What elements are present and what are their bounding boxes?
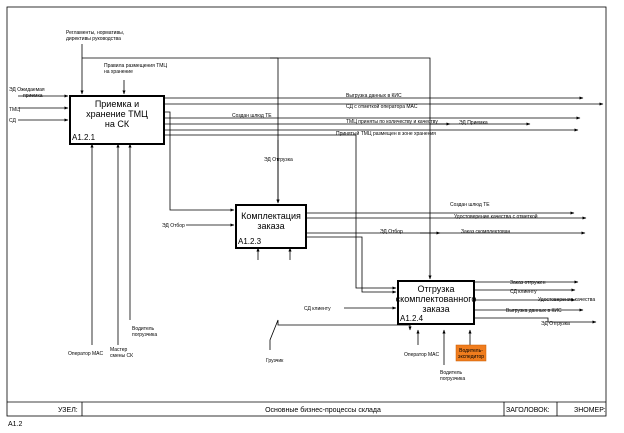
svg-text:Водитель-: Водитель- bbox=[459, 348, 483, 354]
label-input-tmc: ТМЦ bbox=[9, 107, 20, 113]
diagram-title: Основные бизнес-процессы склада bbox=[265, 406, 381, 414]
label-out-te-2: Создан шлюд ТЕ bbox=[450, 202, 490, 208]
svg-text:заказа: заказа bbox=[422, 304, 449, 314]
label-mech-master: Мастер bbox=[110, 347, 128, 353]
svg-text:хранение ТМЦ: хранение ТМЦ bbox=[86, 109, 148, 119]
svg-text:на СК: на СК bbox=[105, 119, 130, 129]
svg-text:скомплектованного: скомплектованного bbox=[396, 294, 477, 304]
label-out-sd-operator: СД с отметкой оператора MAC bbox=[346, 103, 418, 110]
svg-text:заказа: заказа bbox=[257, 221, 284, 231]
label-placement-rules: Правила размещения ТМЦ bbox=[104, 63, 167, 69]
label-out-order-shipped: Заказ отгружен bbox=[510, 280, 546, 286]
label-out-quality-mark: Удостоверение качества с отметкой bbox=[454, 213, 538, 220]
label-out-order-done: Заказ скомплектован bbox=[461, 229, 511, 235]
box-code: A1.2.1 bbox=[72, 133, 96, 142]
label-out-kis: Выгрузка данных в КИС bbox=[346, 93, 402, 99]
activity-box-receiving[interactable]: Приемка и хранение ТМЦ на СК A1.2.1 bbox=[69, 95, 165, 145]
number-label: ЗНОМЕР: bbox=[574, 407, 606, 414]
label-input-ed-expected: ЭД Ожидаемая bbox=[9, 87, 45, 93]
label-ed-otgruzka: ЭД Отгрузка bbox=[264, 157, 293, 163]
label-mech-loaders: Грузчик bbox=[266, 358, 284, 364]
svg-text:директивы руководства: директивы руководства bbox=[66, 36, 121, 42]
svg-text:погрузчика: погрузчика bbox=[440, 376, 465, 382]
svg-text:экспедитор: экспедитор bbox=[458, 354, 484, 360]
label-controls-top: Регламенты, нормативы, bbox=[66, 30, 124, 36]
box-code: A1.2.4 bbox=[400, 314, 424, 323]
svg-text:погрузчика: погрузчика bbox=[132, 332, 157, 338]
forwarder-box[interactable]: Водитель- экспедитор bbox=[455, 344, 487, 362]
label-out-ed-priemka: ЭД Приемка bbox=[459, 120, 488, 126]
svg-text:Приемка и: Приемка и bbox=[95, 99, 139, 109]
label-out-tmc-accepted: ТМЦ приняты по количеству и качеству bbox=[346, 119, 438, 125]
label-out-sd-client: СД клиенту bbox=[510, 289, 537, 295]
svg-text:смены СК: смены СК bbox=[110, 353, 133, 359]
label-mech-operator-mac-2: Оператор MAC bbox=[404, 352, 440, 358]
box-code: A1.2.3 bbox=[238, 237, 262, 246]
svg-text:на хранение: на хранение bbox=[104, 69, 133, 75]
activity-box-shipping[interactable]: Отгрузка скомплектованного заказа A1.2.4 bbox=[396, 280, 477, 325]
label-mech-driver-2: Водитель bbox=[440, 370, 462, 376]
label-out-kis-2: Выгрузка данных в КИС bbox=[506, 308, 562, 314]
diagram-frame bbox=[6, 6, 607, 417]
heading-label: ЗАГОЛОВОК: bbox=[506, 407, 550, 414]
label-out-quality: Удостоверение качества bbox=[538, 297, 595, 303]
label-mech-driver-1: Водитель bbox=[132, 326, 154, 332]
label-mech-operator-mac-1: Оператор MAC bbox=[68, 351, 104, 357]
label-out-ed-otgruzka: ЭД Отгрузка bbox=[541, 321, 570, 327]
arrows bbox=[18, 44, 604, 365]
svg-text:приемка: приемка bbox=[23, 93, 43, 99]
svg-text:Комплектация: Комплектация bbox=[241, 211, 301, 221]
label-ed-otbor-in: ЭД Отбор bbox=[162, 223, 185, 229]
node-label: УЗЕЛ: bbox=[58, 407, 78, 414]
label-out-ed-otbor: ЭД Отбор bbox=[380, 229, 403, 235]
activity-box-picking[interactable]: Комплектация заказа A1.2.3 bbox=[235, 204, 307, 249]
label-out-te-1: Создан шлюд ТЕ bbox=[232, 113, 272, 119]
arrow-labels: Регламенты, нормативы, директивы руковод… bbox=[9, 30, 595, 382]
page-id: A1.2 bbox=[8, 421, 23, 428]
svg-text:Отгрузка: Отгрузка bbox=[417, 284, 454, 294]
label-sd-client: СД клиенту bbox=[304, 306, 331, 312]
label-out-tmc-placed: Принятый ТМЦ размещен в зоне хранения bbox=[336, 130, 436, 137]
label-input-sd: СД bbox=[9, 118, 17, 124]
